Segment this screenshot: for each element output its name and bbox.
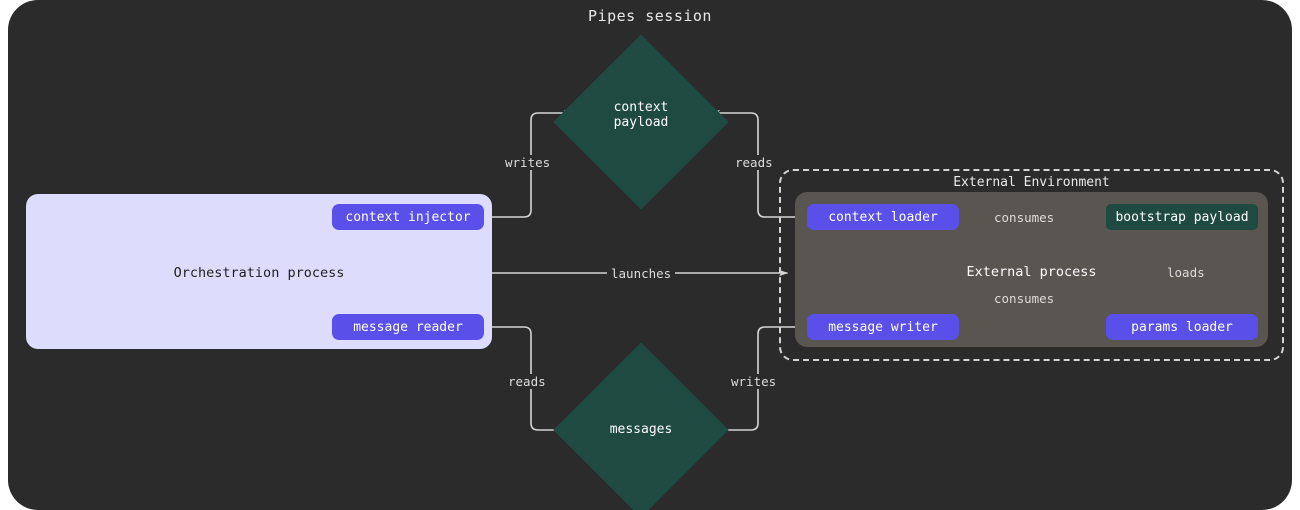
edge-label-params-loader-loads-bootstrap: loads xyxy=(1163,265,1209,280)
cluster-external-environment xyxy=(779,169,1284,361)
node-message-reader[interactable]: message reader xyxy=(332,314,484,340)
cluster-external-environment-label: External Environment xyxy=(953,175,1110,190)
context-payload-line1: context xyxy=(613,100,669,115)
edge-label-orchestration-launches-external: launches xyxy=(607,266,676,281)
node-context-loader[interactable]: context loader xyxy=(807,204,959,230)
process-orchestration-label: Orchestration process xyxy=(173,265,345,281)
context-payload-line2: payload xyxy=(613,115,669,130)
node-messages-label: messages xyxy=(609,422,673,437)
edge-label-reader-reads-messages: reads xyxy=(504,374,550,389)
edge-label-injector-writes-context: writes xyxy=(501,155,555,170)
edge-label-message-writer-consumes-bootstrap: consumes xyxy=(990,291,1059,306)
node-bootstrap-payload[interactable]: bootstrap payload xyxy=(1106,204,1258,230)
node-context-injector[interactable]: context injector xyxy=(332,204,484,230)
node-params-loader[interactable]: params loader xyxy=(1106,314,1258,340)
edge-label-context-loader-consumes-bootstrap: consumes xyxy=(990,210,1059,225)
edge-label-loader-reads-context: reads xyxy=(731,155,777,170)
edge-label-writer-writes-messages: writes xyxy=(727,374,781,389)
node-message-writer[interactable]: message writer xyxy=(807,314,959,340)
process-external-label: External process xyxy=(966,264,1097,280)
page-title: Pipes session xyxy=(588,7,712,25)
